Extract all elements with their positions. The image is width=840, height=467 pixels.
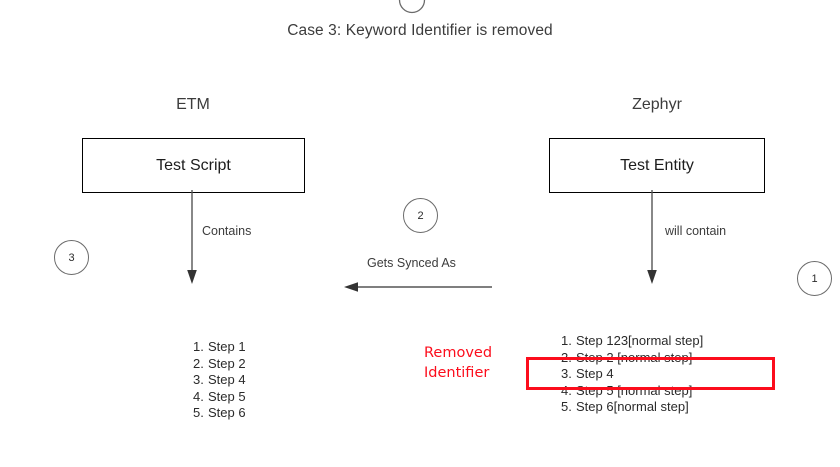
page-title: Case 3: Keyword Identifier is removed [287,22,553,39]
marker-circle-1-label: 1 [811,272,818,285]
entity-box-test-script[interactable]: Test Script [82,138,305,193]
annotation-line-1: Removed [424,345,493,361]
column-header-left: ETM [176,96,210,113]
step-number: 5. [193,405,204,420]
list-item: 3. Step 4 [193,372,246,389]
marker-circle-2-label: 2 [417,209,424,222]
list-item: 4.Step 5 [193,389,246,406]
step-number: 3. [193,372,204,387]
step-text: Step 123[normal step] [576,333,704,348]
list-item: 4.Step 5 [normal step] [561,383,703,400]
step-text: Step 4 [208,372,246,387]
annotation-line-2: Identifier [424,365,490,381]
step-number: 1. [193,339,204,354]
step-list-left: 1. Step 1 2.Step 2 3. Step 4 4.Step 5 5. St… [193,339,246,422]
arrow-right-will-contain [640,190,670,286]
step-text: Step 5 [208,388,246,404]
arrow-right-label: will contain [665,224,727,238]
step-text: Step 5 [normal step] [576,382,693,398]
marker-circle-3-label: 3 [68,251,75,264]
list-item-highlighted: 3. Step 4 [561,366,703,383]
step-text: Step 2 [208,355,246,371]
step-number: 4. [561,382,572,398]
step-text: Step 2 [normal step] [576,349,693,365]
list-item: 1. Step 123[normal step] [561,333,703,350]
arrow-gets-synced-as [344,278,496,298]
marker-circle-3: 3 [54,240,89,275]
list-item: 5. Step 6[normal step] [561,399,703,416]
step-text: Step 6[normal step] [576,399,689,414]
list-item: 1. Step 1 [193,339,246,356]
arrow-left-label: Contains [202,224,252,238]
step-text: Step 4 [576,366,614,381]
marker-circle-2: 2 [403,198,438,233]
sync-arrow-label: Gets Synced As [367,256,456,270]
list-item: 2.Step 2 [normal step] [561,350,703,367]
list-item: 5. Step 6 [193,405,246,422]
step-text: Step 1 [208,339,246,354]
step-number: 5. [561,399,572,414]
step-number: 1. [561,333,572,348]
marker-circle-1: 1 [797,261,832,296]
step-number: 3. [561,366,572,381]
step-number: 4. [193,388,204,404]
arrow-left-contains [180,190,210,286]
entity-box-right-label: Test Entity [620,156,694,174]
step-number: 2. [193,355,204,371]
entity-box-test-entity[interactable]: Test Entity [549,138,765,193]
list-item: 2.Step 2 [193,356,246,373]
marker-circle-top-partial [398,0,426,14]
removed-identifier-annotation: Removed Identifier [424,343,492,383]
step-number: 2. [561,349,572,365]
step-list-right: 1. Step 123[normal step] 2.Step 2 [normal… [561,333,703,416]
step-text: Step 6 [208,405,246,420]
column-header-right: Zephyr [632,96,682,113]
entity-box-left-label: Test Script [156,156,231,174]
